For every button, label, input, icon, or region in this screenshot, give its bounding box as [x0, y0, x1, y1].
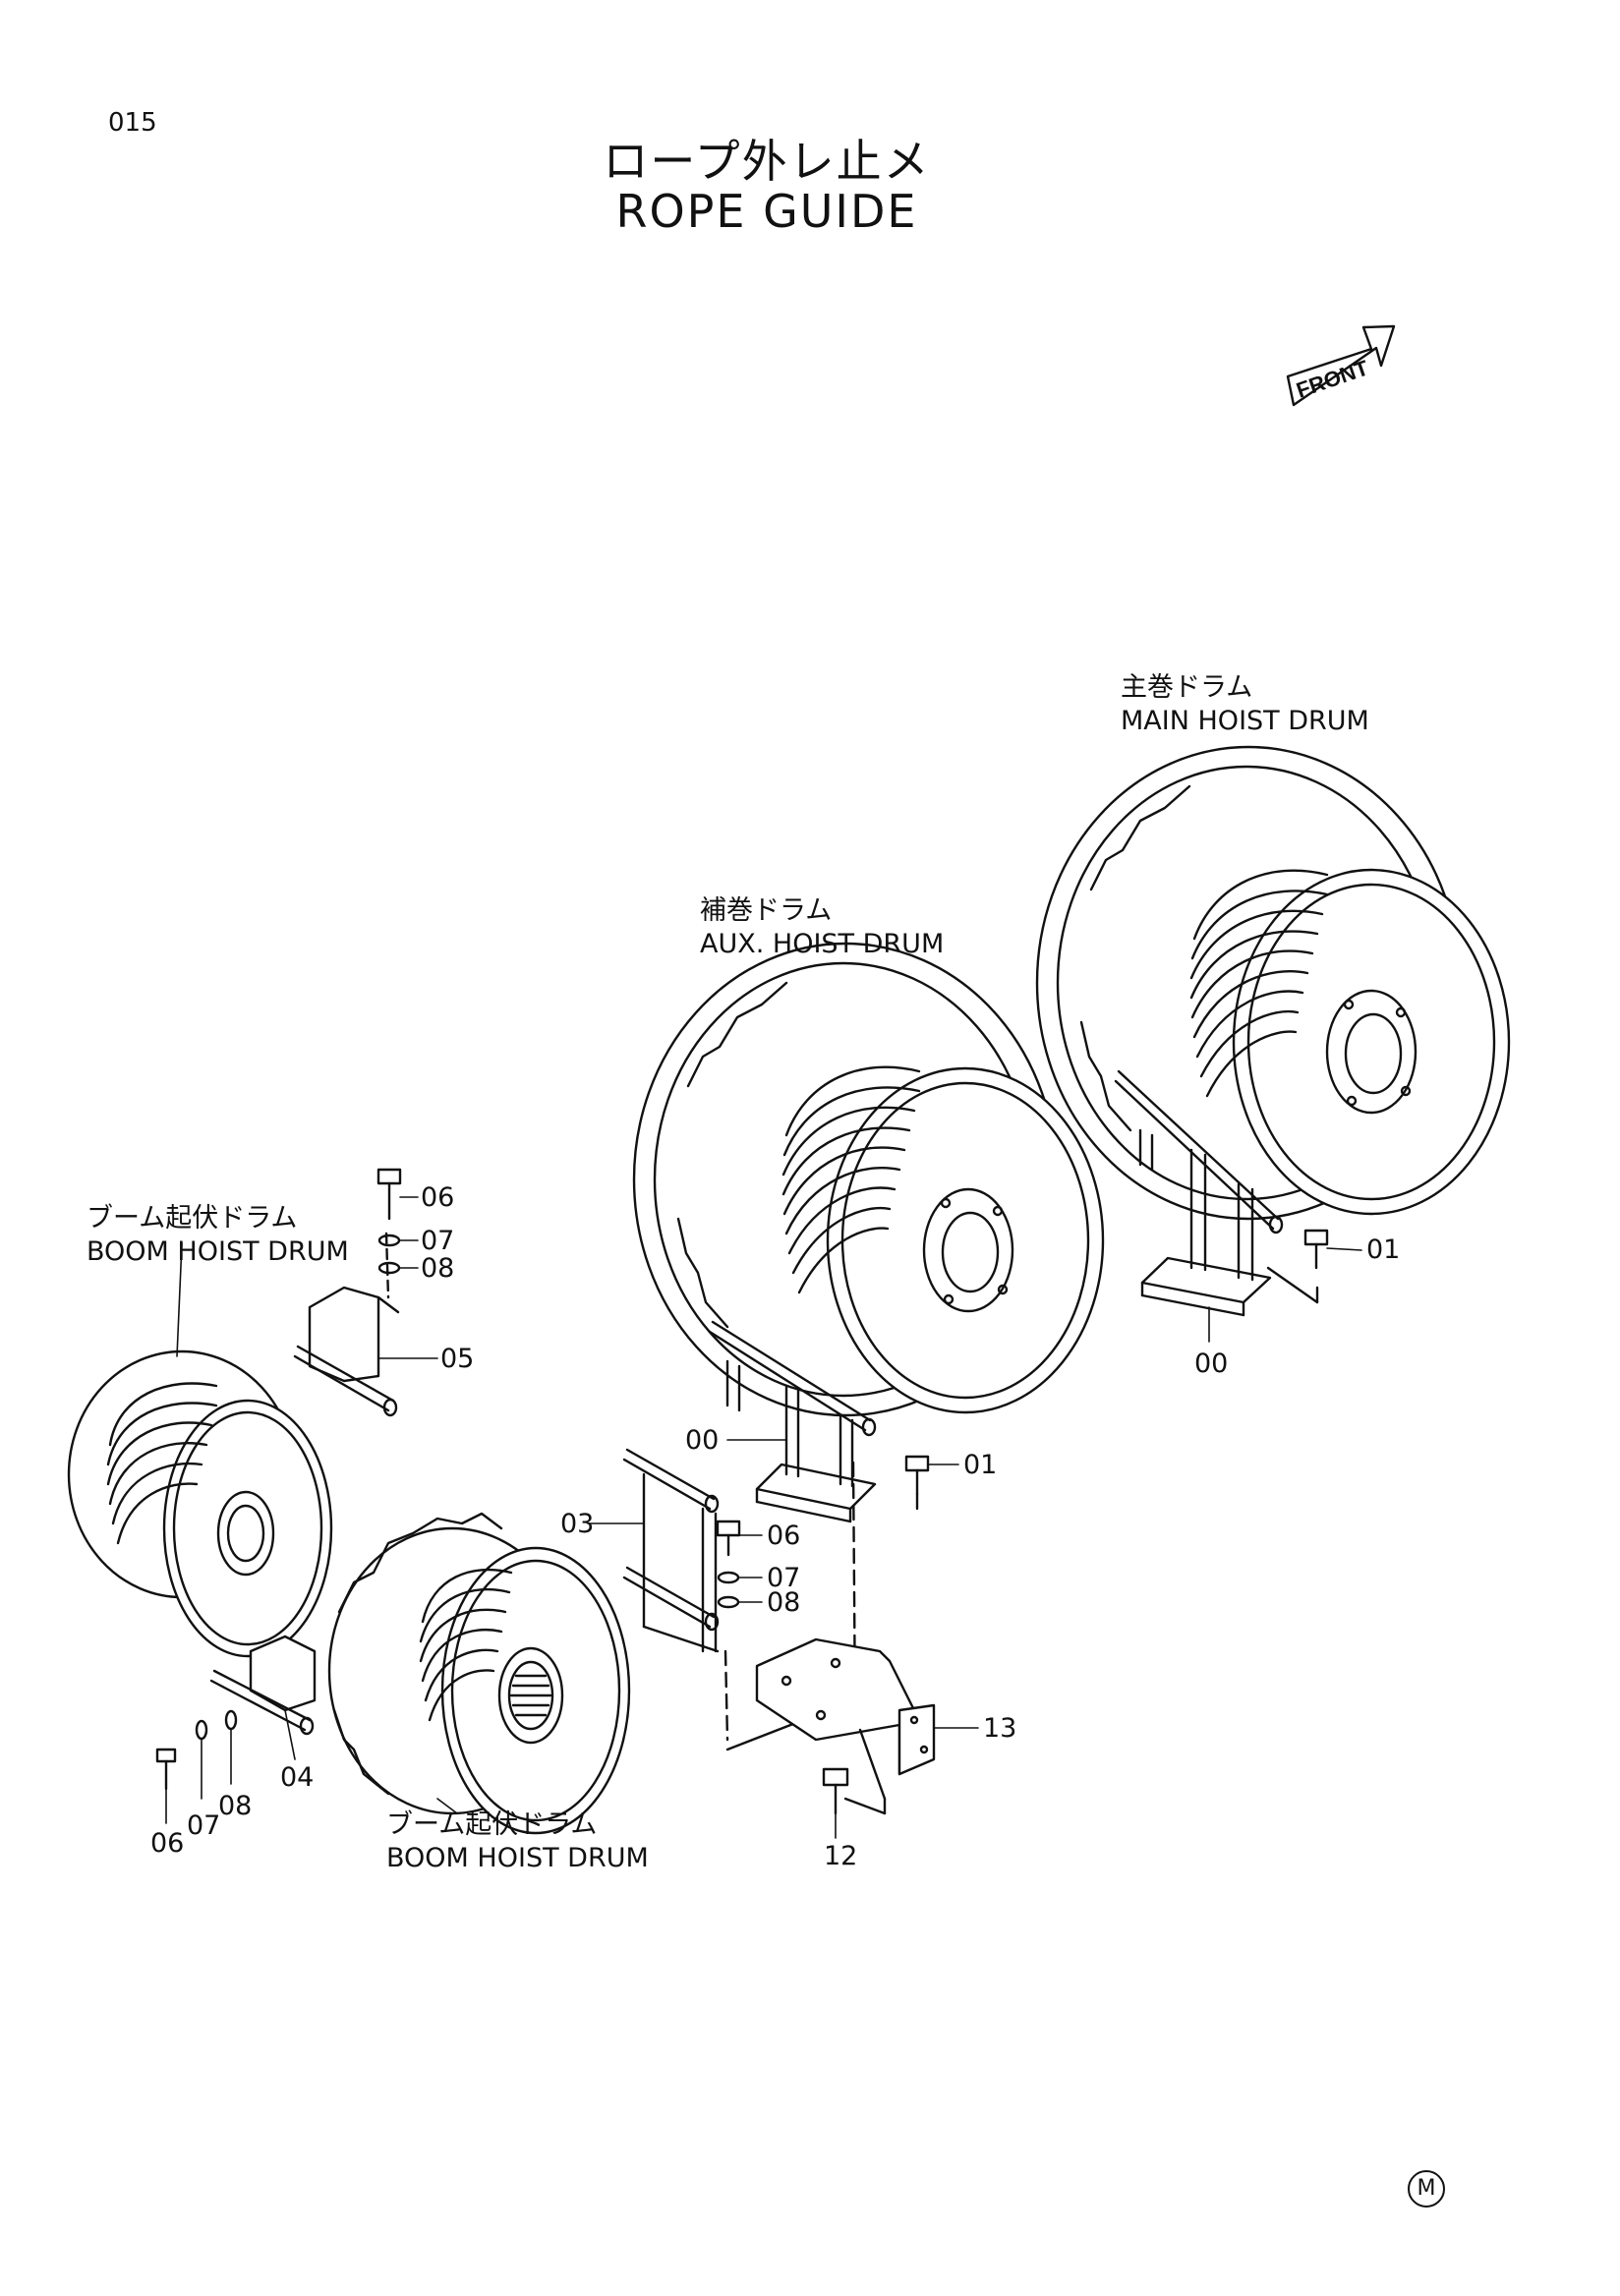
- callout-08-upper: 08: [421, 1253, 455, 1284]
- leader-lines: [166, 1197, 1361, 1838]
- boom-drum-lower-label-ja: ブーム起伏ドラム: [386, 1809, 598, 1840]
- part-05-bracket: [295, 1234, 398, 1415]
- callout-07-upper: 07: [421, 1226, 455, 1256]
- aux-rope-guide-bracket: [710, 1322, 875, 1720]
- aux-hoist-drum: [634, 944, 1103, 1415]
- callout-08-mid: 08: [767, 1587, 801, 1618]
- main-drum-label: 主巻ドラム MAIN HOIST DRUM: [1121, 671, 1369, 738]
- aux-drum-label-en: AUX. HOIST DRUM: [700, 929, 945, 959]
- callout-07-lower: 07: [187, 1810, 221, 1841]
- callout-04: 04: [280, 1762, 315, 1793]
- boom-hoist-drum-upper: [69, 1351, 331, 1656]
- title-english: ROPE GUIDE: [615, 185, 918, 238]
- aux-drum-label-ja: 補巻ドラム: [700, 895, 833, 926]
- aux-drum-label: 補巻ドラム AUX. HOIST DRUM: [700, 894, 944, 961]
- boom-drum-lower-label-en: BOOM HOIST DRUM: [386, 1843, 649, 1873]
- callout-13: 13: [983, 1713, 1017, 1744]
- callout-06-upper: 06: [421, 1182, 455, 1213]
- callout-07-mid: 07: [767, 1563, 801, 1593]
- callout-05: 05: [440, 1344, 475, 1374]
- callout-01-aux: 01: [963, 1450, 998, 1480]
- callout-06-lower: 06: [150, 1828, 185, 1859]
- callout-08-lower: 08: [218, 1791, 253, 1821]
- callout-03: 03: [560, 1509, 595, 1539]
- main-drum-label-en: MAIN HOIST DRUM: [1121, 706, 1369, 736]
- boom-drum-upper-label-ja: ブーム起伏ドラム: [87, 1203, 298, 1234]
- boom-hoist-drum-lower: [329, 1514, 629, 1833]
- part-03-bracket: [624, 1450, 816, 1750]
- boom-drum-upper-label: ブーム起伏ドラム BOOM HOIST DRUM: [87, 1202, 349, 1269]
- boom-drum-upper-label-en: BOOM HOIST DRUM: [87, 1236, 349, 1267]
- callout-00-main: 00: [1194, 1349, 1229, 1379]
- boom-drum-lower-label: ブーム起伏ドラム BOOM HOIST DRUM: [386, 1808, 649, 1875]
- page-number: 015: [108, 108, 157, 138]
- callout-06-mid: 06: [767, 1521, 801, 1551]
- callout-01-main: 01: [1366, 1234, 1401, 1265]
- callout-12: 12: [824, 1841, 858, 1871]
- callout-00-aux: 00: [685, 1425, 720, 1456]
- main-rope-guide-bracket: [1116, 1071, 1317, 1315]
- title-japanese: ロープ外レ止メ: [603, 135, 931, 188]
- main-drum-label-ja: 主巻ドラム: [1121, 672, 1253, 703]
- part-13-plate: [757, 1639, 934, 1813]
- main-hoist-drum: [1037, 747, 1509, 1219]
- bolts-and-washers: [157, 1170, 1327, 1813]
- footer-model-mark: M: [1408, 2170, 1445, 2208]
- part-04-bracket: [211, 1636, 315, 1734]
- front-arrow-icon: FRONT: [1288, 326, 1394, 405]
